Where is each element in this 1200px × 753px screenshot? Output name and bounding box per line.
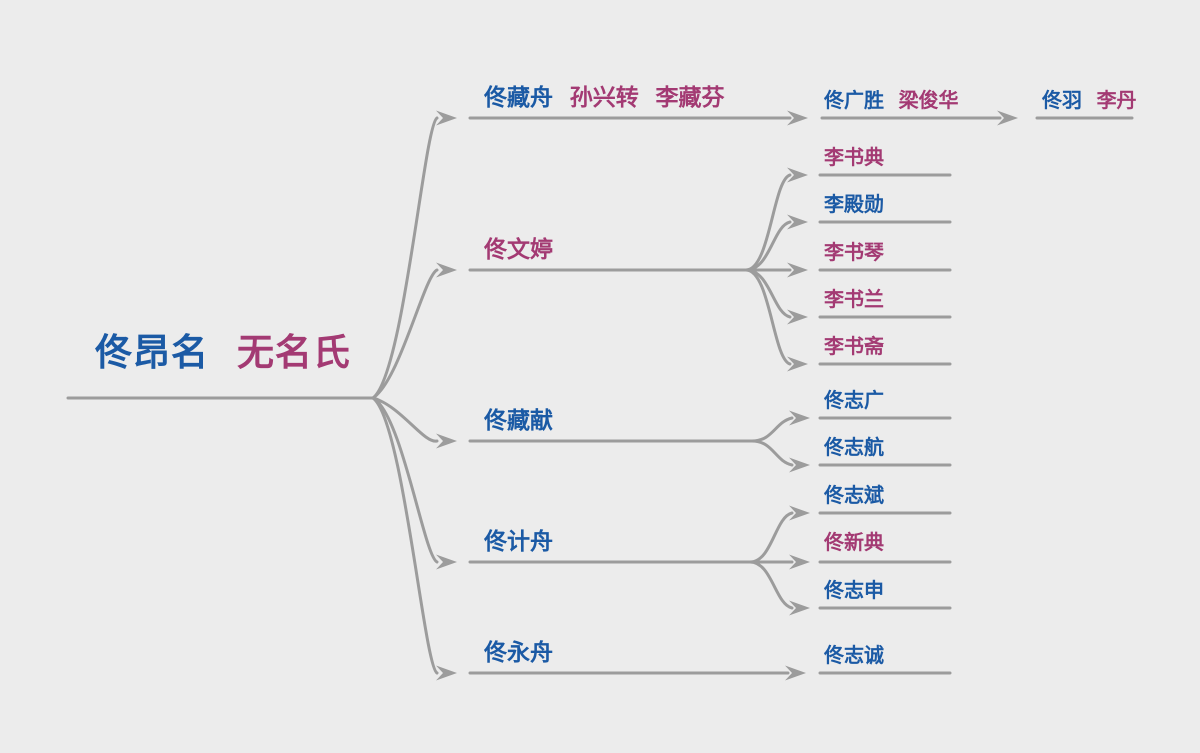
person-name: 李书兰	[824, 287, 884, 311]
person-name: 李书斋	[824, 334, 884, 358]
person-name: 佟昂名	[95, 331, 209, 374]
node-gen2-2-4[interactable]: 李书兰	[824, 288, 884, 311]
node-gen2-2-5[interactable]: 李书斋	[824, 335, 884, 358]
node-gen1-2[interactable]: 佟文婷	[484, 237, 553, 263]
node-gen3-1-1[interactable]: 佟羽 李丹	[1042, 89, 1137, 112]
person-name: 佟志诚	[824, 643, 884, 667]
node-gen2-3-1[interactable]: 佟志广	[824, 389, 884, 412]
person-name: 佟志航	[824, 435, 884, 459]
child-fan-edges	[744, 173, 794, 610]
person-name: 佟新典	[824, 530, 884, 554]
person-name: 李殿勋	[824, 192, 884, 216]
arrowhead-icons	[436, 110, 1018, 681]
node-gen2-4-1[interactable]: 佟志斌	[824, 484, 884, 507]
root-fan-edges	[371, 116, 439, 675]
node-gen2-2-2[interactable]: 李殿勋	[824, 193, 884, 216]
person-name: 佟志广	[824, 388, 884, 412]
person-name: 佟藏舟	[484, 85, 553, 111]
node-underlines	[66, 116, 1134, 675]
person-name: 佟志申	[824, 578, 884, 602]
person-name: 佟藏献	[484, 408, 553, 434]
person-name: 李书琴	[824, 240, 884, 264]
node-root-couple[interactable]: 佟昂名 无名氏	[95, 331, 351, 375]
node-gen2-5-1[interactable]: 佟志诚	[824, 644, 884, 667]
person-name: 佟志斌	[824, 483, 884, 507]
node-gen2-4-3[interactable]: 佟志申	[824, 579, 884, 602]
person-name: 佟永舟	[484, 640, 553, 666]
node-gen1-4[interactable]: 佟计舟	[484, 529, 553, 555]
spouse-name: 梁俊华	[898, 88, 959, 112]
person-name: 李书典	[824, 145, 884, 169]
spouse-name: 无名氏	[236, 331, 351, 374]
node-gen2-1-1[interactable]: 佟广胜 梁俊华	[824, 89, 959, 112]
node-gen1-3[interactable]: 佟藏献	[484, 408, 553, 434]
person-name: 佟羽	[1042, 88, 1082, 112]
node-gen2-2-3[interactable]: 李书琴	[824, 241, 884, 264]
node-gen2-2-1[interactable]: 李书典	[824, 146, 884, 169]
node-gen2-4-2[interactable]: 佟新典	[824, 531, 884, 554]
node-gen2-3-2[interactable]: 佟志航	[824, 436, 884, 459]
person-name: 佟广胜	[824, 88, 884, 112]
person-name: 佟计舟	[484, 529, 553, 555]
spouse-name: 孙兴转	[569, 85, 639, 111]
node-gen1-5[interactable]: 佟永舟	[484, 640, 553, 666]
node-gen1-1[interactable]: 佟藏舟 孙兴转 李藏芬	[484, 85, 725, 111]
spouse-name: 李藏芬	[655, 85, 725, 111]
spouse-name: 李丹	[1096, 88, 1137, 112]
person-name: 佟文婷	[484, 237, 553, 263]
